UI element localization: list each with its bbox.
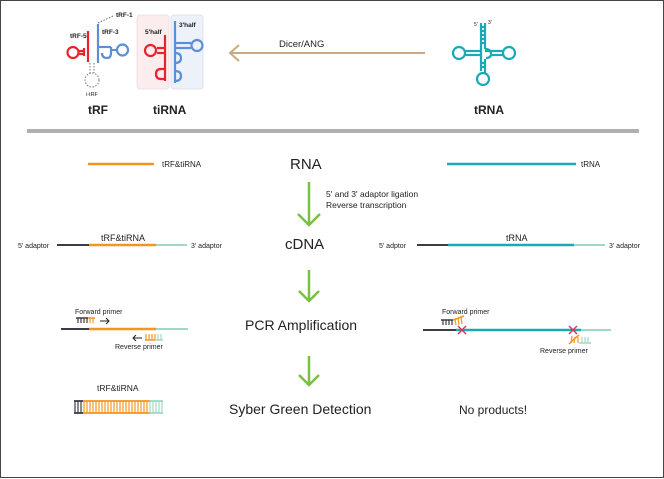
trf1-dotted-line	[97, 15, 114, 24]
right-reverse-primer-label: Reverse primer	[540, 348, 589, 355]
trf-title: tRF	[88, 103, 108, 117]
right-forward-primer-label: Forward primer	[442, 309, 490, 316]
tirna-group: 5'half 3'half tiRNA	[136, 14, 204, 117]
step-detection: Syber Green Detection	[229, 401, 371, 417]
left-product-label: tRF&tiRNA	[97, 383, 139, 393]
itrf-structure	[84, 63, 100, 88]
right-rna-label: tRNA	[581, 160, 601, 169]
arrow-cdna-to-pcr	[298, 270, 320, 303]
left-rna-label: tRF&tiRNA	[162, 160, 202, 169]
trf5-label: tRF-5	[70, 33, 87, 40]
half3-structure	[173, 21, 204, 83]
itrf-label: i-tRF	[86, 92, 99, 98]
half5-label: 5'half	[145, 29, 163, 36]
trf3-label: tRF-3	[102, 29, 119, 36]
left-adaptor3-label: 3' adaptor	[191, 243, 223, 250]
right-cdna-label: tRNA	[506, 233, 528, 243]
left-ds-product	[74, 400, 163, 414]
half3-panel	[170, 14, 204, 90]
half5-structure	[143, 35, 167, 81]
trna-structure	[451, 23, 517, 87]
step-cdna: cDNA	[285, 236, 324, 253]
step-pcr: PCR Amplification	[245, 317, 357, 333]
left-forward-primer-label: Forward primer	[75, 309, 123, 316]
step1-note-rt: Reverse transcription	[326, 200, 407, 210]
trna-5prime-label: 5'	[474, 22, 478, 28]
dicer-arrow	[228, 44, 425, 62]
trf-group: tRF-5 tRF-3 tRF-1 i-tRF tRF	[66, 12, 133, 117]
mismatch-x-forward-icon	[457, 325, 467, 335]
step-rna: RNA	[290, 156, 322, 173]
right-result-text: No products!	[459, 403, 527, 417]
arrow-pcr-to-detection	[298, 356, 320, 387]
left-forward-primer	[76, 317, 110, 325]
trf1-label: tRF-1	[116, 12, 133, 19]
half5-panel	[136, 14, 170, 90]
step1-note-ligation: 5' and 3' adaptor ligation	[326, 189, 418, 199]
half3-label: 3'half	[179, 22, 197, 29]
trf5-structure	[66, 31, 90, 62]
trna-title: tRNA	[474, 103, 504, 117]
right-reverse-primer	[568, 334, 591, 345]
left-reverse-primer-label: Reverse primer	[115, 344, 164, 351]
section-divider	[27, 129, 639, 133]
mismatch-x-reverse-icon	[568, 325, 578, 335]
trna-3prime-label: 3'	[488, 20, 492, 26]
trf3-structure	[96, 24, 130, 63]
right-forward-primer	[441, 315, 465, 326]
enzyme-label: Dicer/ANG	[279, 39, 324, 50]
left-adaptor5-label: 5' adaptor	[18, 243, 50, 250]
right-adaptor5-label: 5' adptor	[379, 243, 407, 250]
right-adaptor3-label: 3' adaptor	[609, 243, 641, 250]
arrow-rna-to-cdna	[297, 182, 321, 227]
left-cdna-label: tRF&tiRNA	[101, 233, 145, 243]
tirna-title: tiRNA	[153, 103, 187, 117]
left-reverse-primer	[132, 334, 163, 342]
